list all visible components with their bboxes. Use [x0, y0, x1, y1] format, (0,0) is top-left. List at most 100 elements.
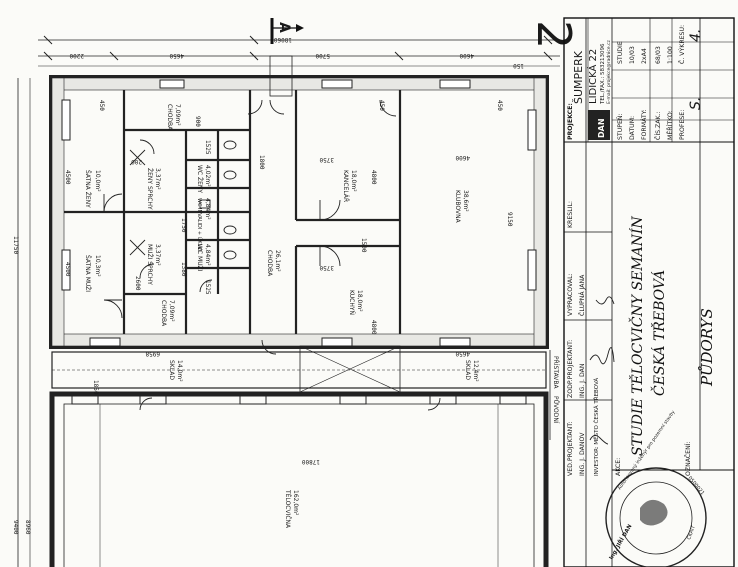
room-sklad-1: SKLAD [168, 360, 175, 380]
room-sklad-2-area: 12,4m² [472, 360, 479, 382]
stamp [605, 467, 707, 567]
dim-4650-b: 4650 [455, 350, 470, 357]
room-labels: ŠATNA ŽENY 10,0m² ŠATNA MUŽI 10,3m² CHOD… [84, 104, 479, 529]
stamp-text-outer: Autorizovaný inženýr pro pozemní stavby [616, 409, 677, 491]
dim-4500-a: 4500 [64, 170, 71, 185]
stamp-extra: ČKAIT [685, 524, 697, 541]
room-satna-zeny-area: 10,0m² [94, 170, 101, 192]
tb-kreslil-label: KRESLIL: [567, 201, 574, 228]
tb-akce-label: AKCE: [615, 458, 622, 476]
room-kancelar-area: 18,0m² [350, 170, 357, 192]
tb-cislo-vykresu-label: Č. VÝKRESU: [677, 25, 686, 64]
dim-4800-b: 4800 [370, 320, 377, 335]
tb-firm-street: LIDICKÁ 22 [586, 49, 599, 104]
room-wc-invalidi: WC INVALIDI + ÚKLID [196, 198, 203, 252]
tb-formaty-value: 2xA4 [641, 48, 648, 64]
dim-4500-b: 4500 [64, 262, 71, 277]
tb-ved-label: VED.PROJEKTANT: [567, 422, 574, 476]
dim-200: 200 [131, 158, 142, 165]
dim-4600-room: 4600 [455, 154, 470, 161]
tb-firm-email: E-mail: projekce@radnice.cz [606, 40, 612, 104]
tb-akce-line1: STUDIE TĚLOCVIČNY SEMANÍN [627, 215, 646, 456]
dim-2200: 2200 [69, 52, 84, 59]
dim-8960: 8960 [24, 520, 31, 535]
room-wc-invalidi-area: 4,84m² [204, 198, 211, 220]
room-muzi-sprchy: MUŽI SPRCHY [146, 244, 154, 285]
room-wc-zeny: WC ŽENY [196, 165, 204, 193]
dim-total-depth: 11750 [12, 236, 19, 254]
dim-2600: 2600 [134, 276, 141, 291]
dimension-labels: 18060 2200 4650 5700 4600 150 11750 9400… [12, 36, 524, 535]
room-satna-muzi-area: 10,3m² [94, 255, 101, 277]
dim-9150: 9150 [506, 212, 513, 227]
dim-3750-b: 3750 [319, 264, 334, 271]
room-chodba-3-area: 26,1m² [274, 250, 281, 272]
tb-oznaceni-value: PŮDORYS [698, 308, 716, 387]
signatures [589, 296, 615, 445]
room-telocvicna: TĚLOCVIČNA [284, 489, 292, 529]
room-klubovna: KLUBOVNA [454, 190, 461, 224]
tb-zodp-label: ZODP.PROJEKTANT: [567, 340, 574, 398]
room-telocvicna-area: 162,0m² [292, 490, 299, 516]
dim-9400: 9400 [12, 520, 19, 535]
room-satna-muzi: ŠATNA MUŽI [84, 255, 92, 292]
tb-cis-zak-value: 68/03 [655, 46, 662, 64]
title-block-text: PROJEKCE: ŠUMPERK LIDICKÁ 22 TEL./FAX.: … [567, 25, 716, 476]
room-chodba-1: CHODBA [166, 104, 173, 131]
tb-oznaceni-label: OZNAČENÍ: [683, 441, 692, 476]
room-klubovna-area: 38,6m² [462, 190, 469, 212]
dim-1850: 1850 [92, 380, 99, 395]
dim-450-c: 450 [496, 100, 503, 111]
dim-1500: 1500 [360, 238, 367, 253]
tb-formaty-label: FORMÁTY: [639, 109, 648, 140]
dim-1380: 1380 [180, 262, 187, 277]
dim-1525-b: 1525 [204, 280, 211, 295]
tb-akce-line2: ČESKÁ TŘEBOVÁ [649, 270, 668, 396]
room-satna-zeny: ŠATNA ŽENY [84, 170, 92, 208]
label-puvodni: PŮVODNÍ [552, 396, 559, 424]
dim-4650: 4650 [169, 52, 184, 59]
dim-17800: 17800 [302, 458, 320, 465]
tb-firm-city: ŠUMPERK [572, 50, 585, 104]
room-sklad-2: SKLAD [464, 360, 471, 380]
tb-stupen-value: STUDIE [617, 41, 624, 64]
room-kuchyn-area: 18,0m² [356, 290, 363, 312]
tb-cislo-vykresu-value: 4. [688, 29, 704, 42]
room-kancelar: KANCELÁŘ [342, 170, 350, 202]
room-zeny-sprchy-area: 3,37m² [154, 168, 161, 190]
label-pristavba: PŘÍSTAVBA [552, 356, 560, 390]
title-block [563, 17, 735, 567]
room-kuchyn: KUCHYŇ [348, 290, 355, 315]
tb-vypracoval-value: ČLUPNÁ JANA [577, 274, 586, 316]
dim-5700: 5700 [315, 52, 330, 59]
tb-zodp-value: ING. J. DAN [579, 363, 586, 398]
room-wc-muzi: WC MUŽI [196, 244, 204, 272]
tb-vypracoval-label: VYPRACOVAL: [567, 273, 574, 316]
dim-450-b: 450 [378, 100, 385, 111]
tb-cis-zak-label: ČÍS.ZAK.: [653, 111, 662, 140]
tb-profese-label: PROFESE: [679, 110, 686, 140]
dim-150-top: 150 [513, 62, 524, 69]
room-zeny-sprchy: ŽENY SPRCHY [146, 168, 154, 210]
room-chodba-1-area: 7,09m² [174, 104, 181, 126]
room-wc-muzi-area: 4,84m² [204, 244, 211, 266]
section-mark-label: A [276, 22, 292, 33]
dim-450-a: 450 [98, 100, 105, 111]
tb-stupen-label: STUPEŇ: [615, 113, 624, 140]
floor-plan [17, 35, 560, 567]
room-chodba-2: CHODBA [160, 300, 167, 327]
dim-900: 900 [194, 116, 201, 127]
tb-meritko-value: 1:100 [667, 46, 674, 64]
dim-1750: 1750 [180, 218, 187, 233]
room-sklad-1-area: 14,0m² [176, 360, 183, 382]
tb-ved-value: ING. J. DANOV [579, 432, 586, 476]
room-wc-zeny-area: 4,02m² [204, 165, 211, 187]
dim-1525-a: 1525 [204, 140, 211, 155]
room-chodba-3: CHODBA [266, 250, 273, 277]
section-mark [270, 18, 304, 44]
stamp-name: Ing. JIŘÍ DAN [607, 522, 634, 561]
tb-profese-value: S. [688, 97, 704, 110]
dim-3750-a: 3750 [319, 156, 334, 163]
